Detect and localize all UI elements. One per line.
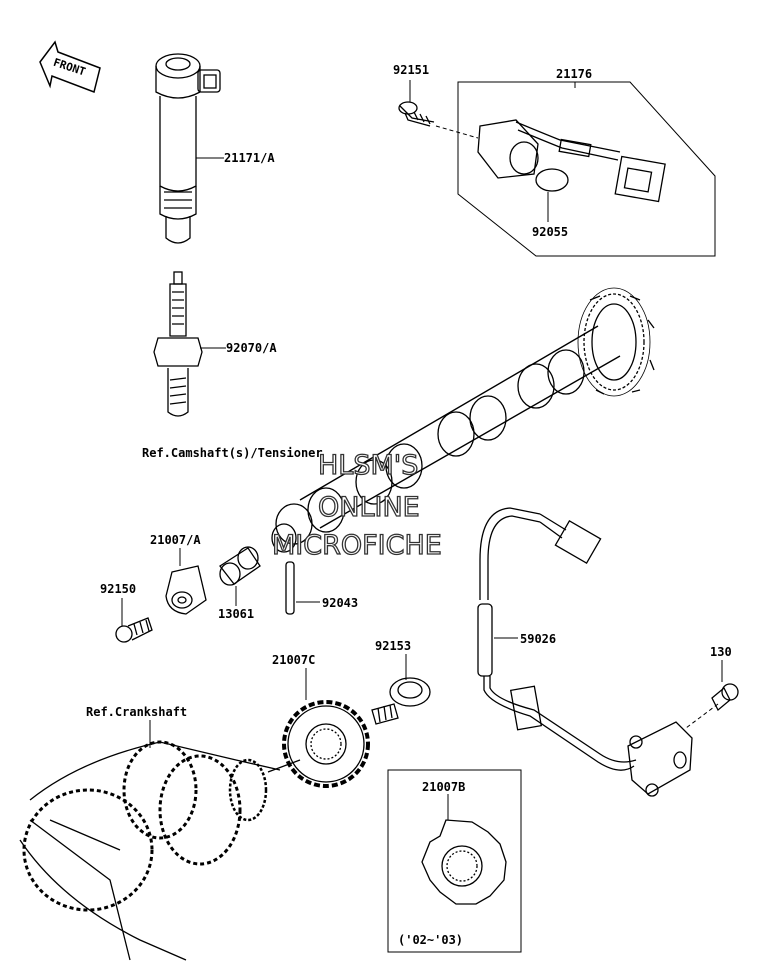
bolt-92150-icon	[115, 617, 153, 643]
part-label-92055: 92055	[532, 225, 569, 239]
part-label-21007B: 21007B	[422, 780, 466, 794]
part-label-92043: 92043	[322, 596, 359, 610]
inset-21007B-box	[387, 769, 522, 953]
part-label-13061: 13061	[218, 607, 255, 621]
part-label-21007A: 21007/A	[150, 533, 201, 547]
o-ring-92055-icon	[535, 168, 569, 192]
part-label-21171A: 21171/A	[224, 151, 275, 165]
camshaft-icon	[271, 287, 655, 553]
sleeve-13061-icon	[219, 546, 261, 586]
part-label-92070A: 92070/A	[226, 341, 277, 355]
ref-crankshaft-label: Ref.Crankshaft	[86, 705, 188, 719]
crankshaft-icon	[19, 740, 301, 961]
sensor-assembly-box	[457, 81, 716, 257]
gear-21007C-icon	[282, 700, 370, 788]
rotor-21007B-icon	[421, 819, 507, 905]
rotor-21007A-icon	[165, 565, 207, 615]
part-label-92151: 92151	[393, 63, 430, 77]
part-label-59026: 59026	[520, 632, 557, 646]
ref-camshaft-label: Ref.Camshaft(s)/Tensioner	[142, 446, 323, 460]
spark-plug-icon	[153, 271, 203, 417]
watermark-line3: MICROFICHE	[271, 530, 442, 561]
part-label-92150: 92150	[100, 582, 137, 596]
bolt-92151-icon	[398, 101, 435, 127]
pin-92043-icon	[285, 561, 295, 615]
watermark-line2: ONLINE	[317, 492, 420, 523]
front-arrow-icon: FRONT	[39, 40, 101, 94]
sensor-21176-icon	[477, 119, 666, 203]
part-label-92153: 92153	[375, 639, 412, 653]
part-label-21007C: 21007C	[272, 653, 316, 667]
pickup-coil-59026-icon	[477, 507, 693, 797]
part-label-21176: 21176	[556, 67, 593, 81]
part-label-130: 130	[710, 645, 732, 659]
watermark-line1: HLSM'S	[317, 450, 419, 481]
year-note-label: ('02~'03)	[398, 933, 464, 947]
ignition-coil-icon	[155, 53, 221, 244]
bolt-92153-icon	[371, 677, 431, 725]
